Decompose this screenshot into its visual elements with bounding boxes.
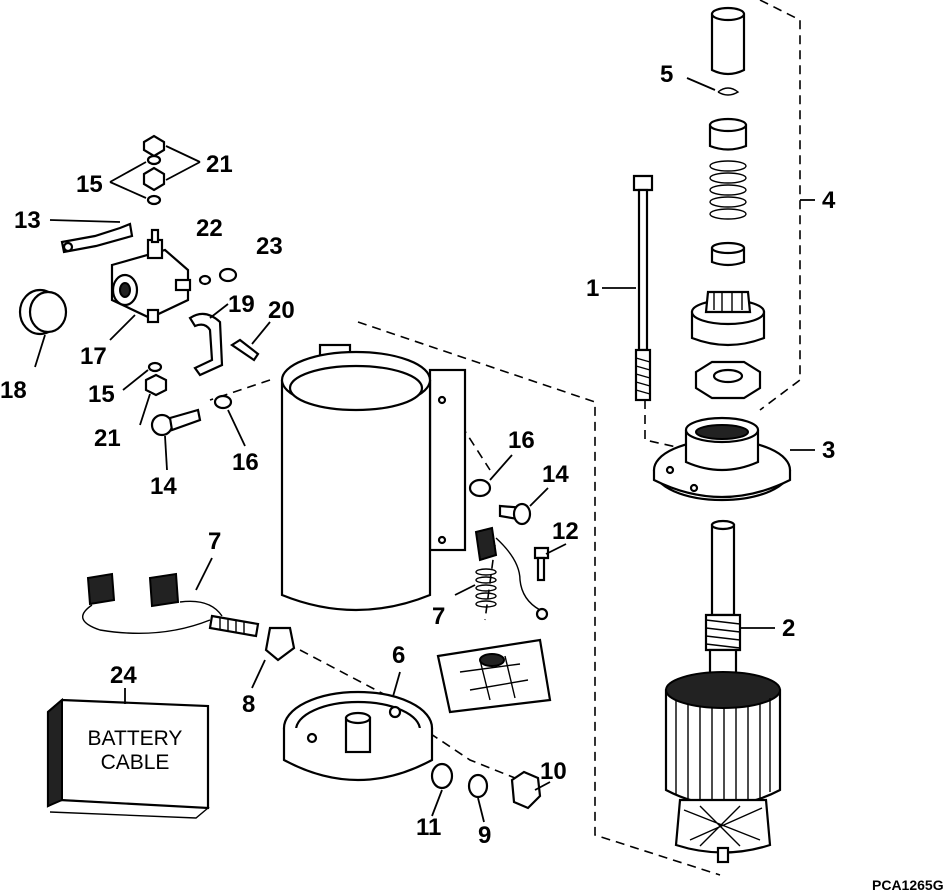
through-bolt xyxy=(632,174,654,402)
screw-12 xyxy=(533,546,550,582)
callout-1: 1 xyxy=(586,275,599,302)
bracket-19 xyxy=(188,312,224,377)
brush-lead-assembly-7 xyxy=(82,572,260,638)
brush-holder-6 xyxy=(436,638,552,714)
armature xyxy=(664,519,782,864)
battery-cable-line1: BATTERY xyxy=(88,727,183,750)
callout-5: 5 xyxy=(660,61,673,88)
washer-16-left xyxy=(213,394,233,410)
drive-assembly xyxy=(690,6,766,400)
washer-16-right xyxy=(468,478,492,498)
brush-and-spring-7 xyxy=(474,526,549,621)
washer-22 xyxy=(198,274,212,286)
callout-10: 10 xyxy=(540,758,567,785)
callout-21-bottom: 21 xyxy=(94,425,121,452)
callout-2: 2 xyxy=(782,615,795,642)
callout-19: 19 xyxy=(228,291,255,318)
callout-13: 13 xyxy=(14,207,41,234)
nut-23 xyxy=(218,267,238,283)
screw-20 xyxy=(229,338,260,362)
figure-code: PCA1265G xyxy=(872,877,944,893)
callout-16-right: 16 xyxy=(508,427,535,454)
callout-15-bottom: 15 xyxy=(88,381,115,408)
drive-end-cap xyxy=(652,416,792,502)
terminal-clip-8 xyxy=(264,626,296,662)
callout-24: 24 xyxy=(110,662,137,689)
lock-washer-15 xyxy=(147,361,163,373)
commutator-end-cap xyxy=(282,690,434,781)
callout-14-left: 14 xyxy=(150,473,177,500)
callout-22: 22 xyxy=(196,215,223,242)
callout-7-right: 7 xyxy=(432,603,445,630)
callout-labels: 1 2 3 4 5 6 7 7 8 9 10 11 12 13 14 14 15… xyxy=(0,61,836,849)
nut-21 xyxy=(144,373,168,397)
callout-11: 11 xyxy=(416,814,441,841)
insulator-11 xyxy=(430,762,454,790)
hardware-13-15-21 xyxy=(18,134,166,336)
callout-9: 9 xyxy=(478,822,491,849)
callout-23: 23 xyxy=(256,233,283,260)
field-frame-housing xyxy=(280,343,467,612)
callout-17: 17 xyxy=(80,343,107,370)
solenoid xyxy=(110,228,192,324)
battery-cable-box: BATTERY CABLE xyxy=(46,697,210,819)
callout-16-left: 16 xyxy=(232,449,259,476)
callout-3: 3 xyxy=(822,437,835,464)
callout-18: 18 xyxy=(0,377,27,404)
callout-8: 8 xyxy=(242,691,255,718)
nut-10 xyxy=(510,770,542,810)
callout-14-right: 14 xyxy=(542,461,569,488)
bolt-14-right xyxy=(498,502,532,526)
callout-15-top: 15 xyxy=(76,171,103,198)
callout-7-left: 7 xyxy=(208,528,221,555)
callout-20: 20 xyxy=(268,297,295,324)
callout-12: 12 xyxy=(552,518,579,545)
washer-9 xyxy=(467,773,489,799)
callout-4: 4 xyxy=(822,187,836,214)
battery-cable-line2: CABLE xyxy=(101,751,170,774)
bolt-14-left xyxy=(150,408,202,437)
callout-6: 6 xyxy=(392,642,405,669)
callout-21-top: 21 xyxy=(206,151,233,178)
